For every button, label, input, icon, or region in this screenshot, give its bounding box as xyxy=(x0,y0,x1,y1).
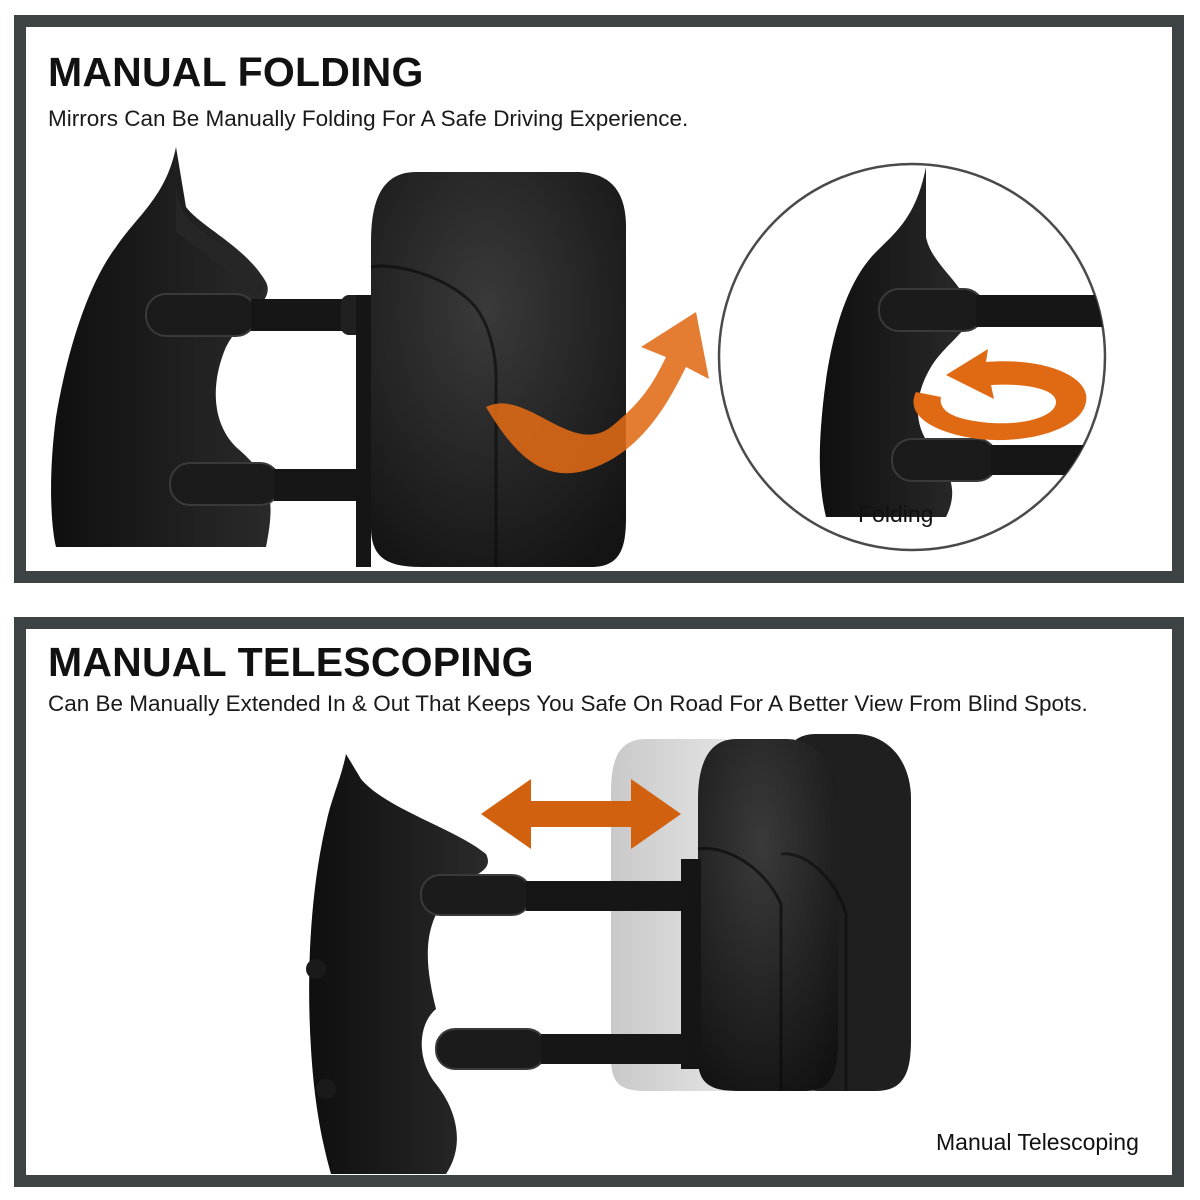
telescoping-illustration xyxy=(306,734,911,1174)
lower-arm xyxy=(169,462,364,506)
rotate-arrow-icon xyxy=(913,349,1087,441)
section-description: Can Be Manually Extended In & Out That K… xyxy=(48,691,1088,716)
mirror-mount-bracket xyxy=(51,147,271,547)
lower-arm xyxy=(435,1028,701,1070)
section-description: Mirrors Can Be Manually Folding For A Sa… xyxy=(48,106,689,131)
section-title: MANUAL TELESCOPING xyxy=(48,639,534,685)
telescoping-caption: Manual Telescoping xyxy=(936,1129,1139,1155)
folding-illustration xyxy=(51,147,1107,567)
manual-telescoping-panel: MANUAL TELESCOPING Can Be Manually Exten… xyxy=(14,617,1184,1187)
double-arrow-icon xyxy=(481,779,681,849)
manual-folding-panel: MANUAL FOLDING Mirrors Can Be Manually F… xyxy=(14,15,1184,583)
section-title: MANUAL FOLDING xyxy=(48,49,424,95)
mirror-mount-bracket xyxy=(306,754,488,1174)
curved-arrow-icon xyxy=(486,312,709,474)
mirror-head xyxy=(681,734,911,1091)
folding-detail-circle xyxy=(717,162,1107,552)
upper-arm xyxy=(145,293,381,337)
mirror-head xyxy=(356,172,626,567)
upper-arm xyxy=(420,874,696,916)
folding-caption: Folding xyxy=(858,501,934,527)
